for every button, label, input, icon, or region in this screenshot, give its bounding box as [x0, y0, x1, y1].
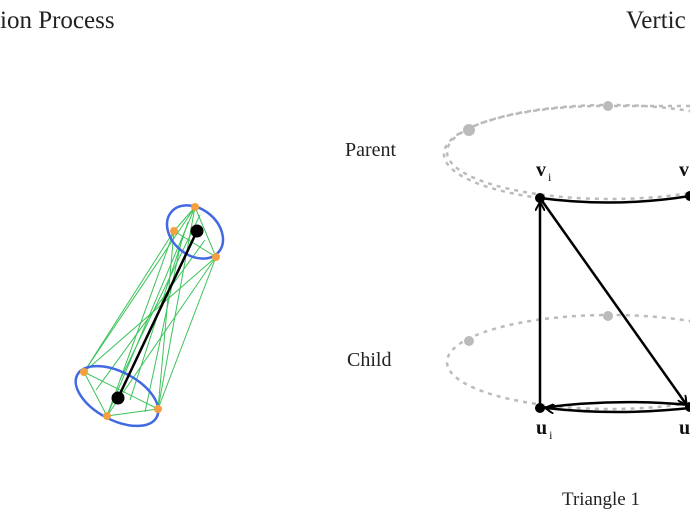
vertex-label-u-j: u	[679, 418, 690, 441]
mesh-edge	[106, 230, 175, 417]
vertex-point-v-j	[685, 191, 690, 201]
mesh-edge	[83, 230, 175, 373]
mesh-edges	[83, 206, 217, 417]
mesh-vertex	[80, 368, 88, 376]
child-label: Child	[347, 349, 392, 371]
top-ellipse	[165, 204, 225, 260]
child-dotted-outline	[445, 313, 690, 411]
mesh-edge	[194, 206, 217, 258]
top-center-point	[190, 224, 204, 238]
child-gray-point	[603, 311, 613, 321]
mesh-edge	[106, 408, 159, 417]
triangle-caption: Triangle 1	[562, 489, 640, 510]
vertex-letter: v	[536, 159, 546, 181]
parent-edge	[539, 194, 690, 204]
vertex-point-u-i	[535, 403, 545, 413]
mesh-vertex	[170, 227, 178, 235]
edge-uj-to-ui	[546, 408, 690, 412]
child-ring	[445, 311, 690, 411]
parent-dotted-ellipse	[442, 104, 690, 200]
vertex-label-v-j: v	[679, 160, 690, 183]
vertex-point-u-j	[685, 402, 690, 412]
edge-ui-to-uj-upper	[539, 400, 690, 410]
mesh-edge	[157, 256, 217, 410]
bottom-center-point	[111, 391, 125, 405]
vertex-letter: v	[679, 159, 689, 181]
edge-vi-to-uj	[538, 197, 686, 404]
triangle-edges	[538, 197, 690, 412]
mesh-vertex	[212, 253, 220, 261]
mesh-edge	[157, 230, 175, 410]
mesh-edge	[95, 239, 206, 391]
mesh-edge	[83, 371, 108, 417]
parent-gray-point	[603, 101, 613, 111]
parent-ring	[442, 101, 690, 204]
left-panel-title: ion Process	[0, 7, 115, 34]
parent-gray-point	[463, 124, 475, 136]
mesh-edge	[106, 206, 196, 417]
mesh-vertex	[154, 405, 162, 413]
mesh-edge	[144, 237, 183, 413]
mesh-edge	[173, 230, 217, 258]
right-panel-title: Vertic	[626, 7, 686, 34]
mesh-vertices	[80, 203, 220, 420]
axis-line	[116, 230, 199, 399]
mesh-edge	[173, 206, 196, 232]
mesh-edge	[83, 256, 217, 373]
mesh-edge	[119, 214, 201, 381]
parent-dotted-outline	[445, 103, 690, 201]
parent-label: Parent	[345, 139, 397, 161]
vertex-letter: u	[679, 417, 690, 439]
vertex-subscript: i	[549, 428, 553, 442]
mesh-vertex	[191, 203, 199, 211]
mesh-group	[74, 203, 225, 428]
child-gray-point	[464, 336, 474, 346]
mesh-vertex	[103, 412, 111, 420]
vertex-subscript: i	[548, 170, 552, 184]
vertex-point-v-i	[535, 193, 545, 203]
mesh-edge	[83, 206, 196, 373]
vertex-letter: u	[536, 417, 548, 439]
